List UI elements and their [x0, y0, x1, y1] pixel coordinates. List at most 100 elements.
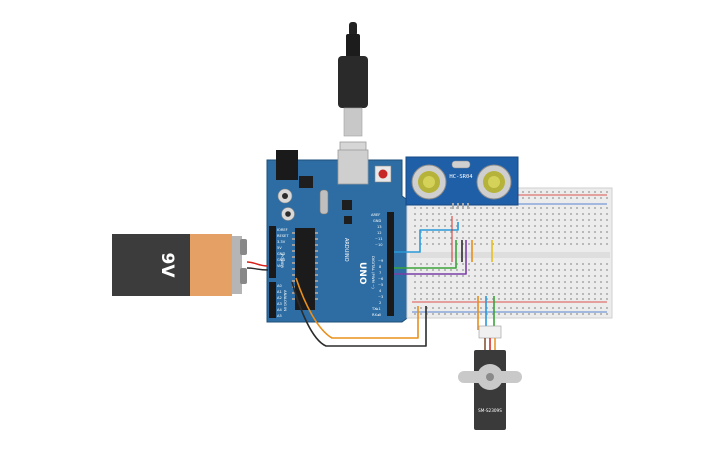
breadboard-hole — [528, 313, 530, 315]
svg-text:12: 12 — [377, 231, 382, 235]
breadboard-hole — [522, 269, 524, 271]
breadboard-hole — [450, 213, 452, 215]
breadboard-hole — [540, 243, 542, 245]
breadboard-hole — [576, 263, 578, 265]
breadboard-hole — [582, 287, 584, 289]
breadboard-hole — [444, 269, 446, 271]
breadboard-hole — [570, 293, 572, 295]
breadboard-hole — [438, 281, 440, 283]
breadboard-hole — [450, 281, 452, 283]
breadboard-hole — [426, 237, 428, 239]
breadboard-hole — [606, 293, 608, 295]
breadboard-hole — [528, 307, 530, 309]
breadboard-hole — [456, 269, 458, 271]
breadboard-hole — [564, 275, 566, 277]
breadboard-hole — [576, 281, 578, 283]
breadboard-hole — [522, 281, 524, 283]
svg-text:A4: A4 — [277, 308, 282, 312]
breadboard-hole — [534, 219, 536, 221]
servo-connector — [478, 325, 502, 339]
breadboard-hole — [432, 275, 434, 277]
breadboard-hole — [546, 298, 548, 300]
breadboard-hole — [456, 213, 458, 215]
breadboard-hole — [432, 263, 434, 265]
breadboard-hole — [576, 313, 578, 315]
breadboard-hole — [498, 281, 500, 283]
breadboard-hole — [600, 293, 602, 295]
breadboard-hole — [606, 281, 608, 283]
breadboard-hole — [606, 207, 608, 209]
breadboard-hole — [510, 213, 512, 215]
breadboard-hole — [474, 213, 476, 215]
breadboard-hole — [528, 207, 530, 209]
svg-text:TX▸1: TX▸1 — [371, 307, 381, 311]
breadboard-hole — [540, 298, 542, 300]
breadboard-hole — [456, 287, 458, 289]
breadboard-hole — [504, 275, 506, 277]
breadboard-hole — [516, 281, 518, 283]
breadboard-hole — [516, 293, 518, 295]
breadboard-hole — [570, 237, 572, 239]
breadboard-hole — [558, 191, 560, 193]
analog-header — [269, 282, 276, 318]
power-header — [269, 226, 276, 278]
breadboard-hole — [600, 231, 602, 233]
breadboard-hole — [570, 313, 572, 315]
breadboard-hole — [558, 287, 560, 289]
breadboard-hole — [480, 263, 482, 265]
breadboard-hole — [558, 243, 560, 245]
breadboard-hole — [582, 298, 584, 300]
breadboard-hole — [558, 298, 560, 300]
svg-text:A2: A2 — [277, 296, 282, 300]
breadboard-hole — [492, 313, 494, 315]
sensor-label: HC-SR04 — [449, 174, 473, 180]
breadboard-hole — [492, 231, 494, 233]
breadboard-hole — [570, 275, 572, 277]
breadboard-hole — [564, 197, 566, 199]
breadboard-hole — [534, 191, 536, 193]
breadboard-hole — [420, 275, 422, 277]
wire-blue — [394, 222, 459, 253]
breadboard-hole — [450, 313, 452, 315]
breadboard-hole — [474, 298, 476, 300]
power-header-label: POWER — [280, 254, 285, 268]
breadboard-hole — [486, 225, 488, 227]
breadboard-hole — [438, 231, 440, 233]
breadboard-hole — [528, 191, 530, 193]
breadboard-hole — [576, 197, 578, 199]
svg-text:AREF: AREF — [371, 213, 380, 217]
breadboard-hole — [600, 213, 602, 215]
breadboard-hole — [432, 213, 434, 215]
breadboard-hole — [420, 298, 422, 300]
svg-text:A3: A3 — [277, 302, 282, 306]
breadboard-hole — [438, 243, 440, 245]
breadboard-hole — [570, 243, 572, 245]
arduino-board: UNO ARDUINO DIGITAL (PWM ~) POWER ANALOG… — [266, 149, 411, 323]
breadboard-hole — [480, 225, 482, 227]
breadboard-hole — [576, 307, 578, 309]
breadboard-hole — [492, 263, 494, 265]
breadboard-hole — [432, 298, 434, 300]
svg-text:~5: ~5 — [378, 283, 383, 287]
breadboard-hole — [576, 287, 578, 289]
breadboard-hole — [420, 287, 422, 289]
breadboard-hole — [534, 298, 536, 300]
breadboard-hole — [474, 293, 476, 295]
battery-connector-cap — [232, 236, 242, 294]
breadboard-hole — [480, 243, 482, 245]
breadboard-hole — [600, 219, 602, 221]
breadboard-hole — [516, 225, 518, 227]
breadboard-hole — [498, 225, 500, 227]
breadboard-hole — [552, 231, 554, 233]
breadboard-hole — [456, 275, 458, 277]
breadboard-hole — [540, 237, 542, 239]
breadboard-hole — [588, 191, 590, 193]
breadboard-hole — [510, 275, 512, 277]
breadboard-hole — [522, 237, 524, 239]
breadboard-hole — [432, 281, 434, 283]
breadboard-hole — [600, 298, 602, 300]
breadboard-hole — [510, 225, 512, 227]
breadboard-hole — [474, 313, 476, 315]
breadboard-hole — [552, 197, 554, 199]
breadboard-hole — [534, 281, 536, 283]
